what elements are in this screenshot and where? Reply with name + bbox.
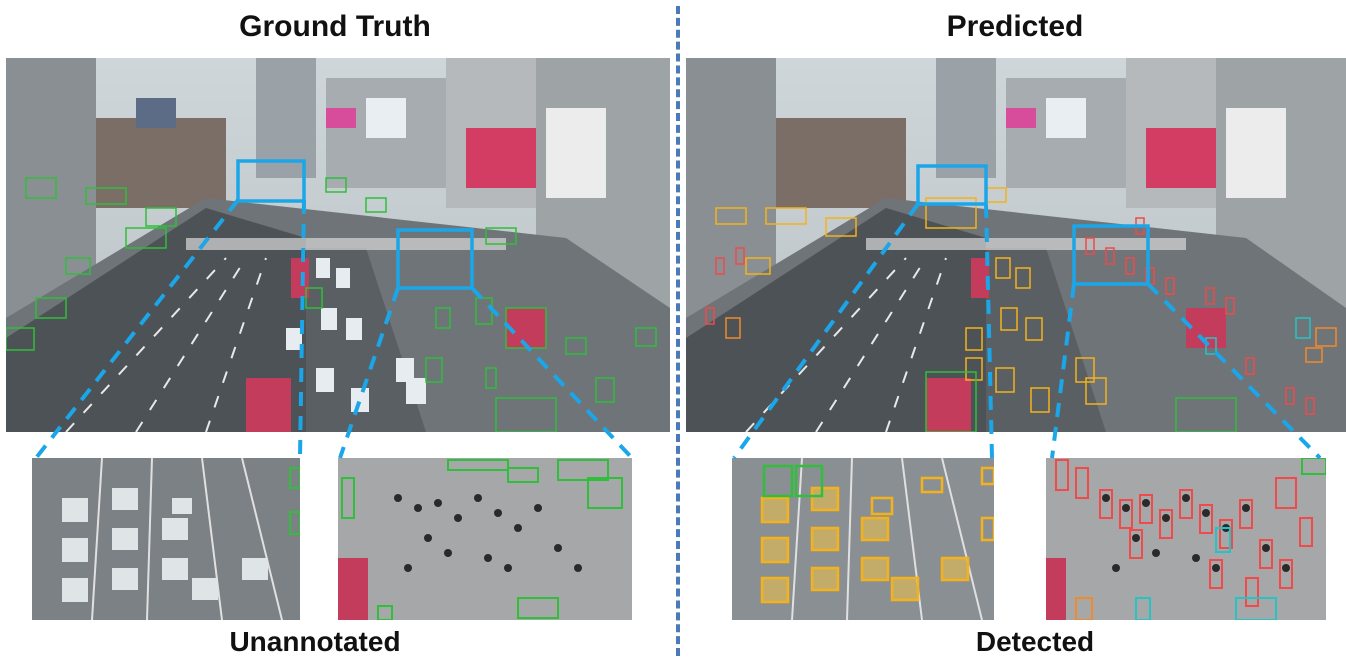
panel-divider bbox=[676, 6, 680, 656]
left-panel-caption: Unannotated bbox=[229, 626, 401, 657]
right-panel-caption: Detected bbox=[975, 626, 1095, 657]
predicted-zoom-vehicles bbox=[732, 458, 994, 620]
left-panel-title: Ground Truth bbox=[239, 10, 431, 43]
ground-truth-zoom-vehicles bbox=[32, 458, 300, 620]
predicted-zoom-pedestrians bbox=[1046, 458, 1326, 620]
ground-truth-zoom-pedestrians bbox=[338, 458, 632, 620]
ground-truth-scene bbox=[6, 58, 670, 432]
predicted-zoom-connectors bbox=[732, 202, 1322, 460]
ground-truth-zoom-connectors bbox=[34, 198, 634, 460]
right-panel-title: Predicted bbox=[946, 10, 1084, 43]
